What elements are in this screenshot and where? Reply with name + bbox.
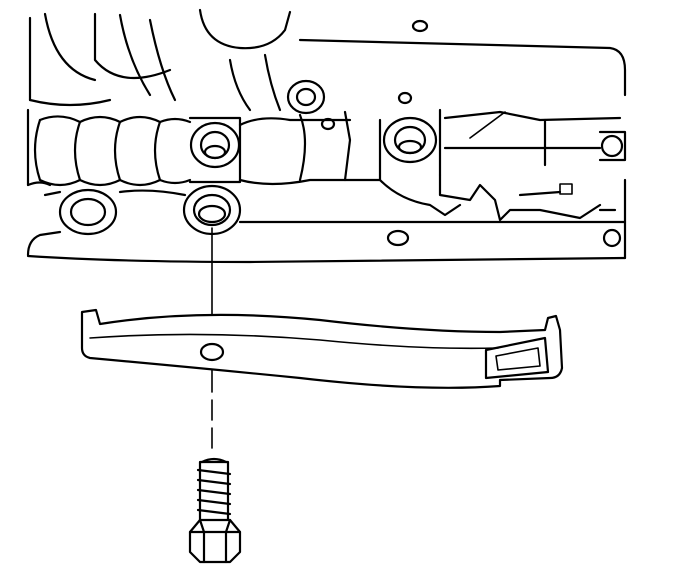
housing-casting [26,8,627,264]
hex-bolt [188,457,242,564]
mounting-bracket [80,308,564,389]
